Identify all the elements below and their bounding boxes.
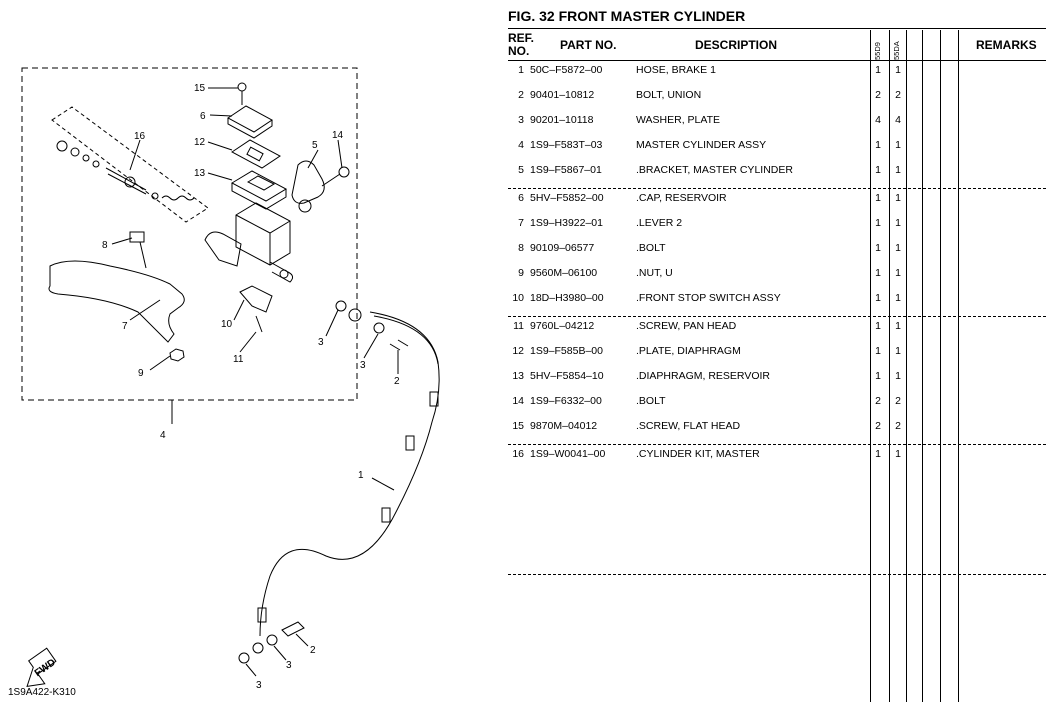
header-remarks: REMARKS [976, 38, 1037, 52]
header-part-no: PART NO. [560, 38, 617, 52]
callout-2b: 2 [310, 645, 316, 656]
header-model-2: 55DA [892, 41, 901, 60]
header-ref: REF. [508, 31, 535, 45]
callout-1: 1 [358, 470, 364, 481]
cylinder-kit-boundary [51, 106, 209, 223]
callout-11: 11 [233, 354, 244, 365]
callout-12: 12 [194, 137, 206, 148]
header-model-1: 55D9 [873, 42, 882, 60]
header-no: NO. [508, 44, 530, 58]
group-rule [508, 316, 1046, 317]
callout-8: 8 [102, 240, 108, 251]
callout-3d: 3 [286, 660, 292, 671]
col-rule [958, 30, 959, 702]
exploded-parts-diagram: 15 6 12 13 5 14 16 8 7 10 11 9 3 3 2 4 1… [21, 67, 440, 691]
callout-9: 9 [138, 368, 144, 379]
figure-title: FIG. 32 FRONT MASTER CYLINDER [508, 8, 746, 24]
callout-16: 16 [134, 131, 146, 142]
callout-14: 14 [332, 130, 344, 141]
callout-4: 4 [160, 430, 166, 441]
table-top-rule [508, 28, 1046, 29]
group-rule [508, 574, 1046, 575]
callout-3b: 3 [360, 360, 366, 371]
group-rule [508, 188, 1046, 189]
illustration-code: 1S9A422-K310 [8, 687, 76, 698]
col-rule [870, 30, 871, 702]
assembly-boundary [21, 67, 358, 401]
callout-10: 10 [221, 319, 233, 330]
header-rule [508, 60, 1046, 61]
group-rule [508, 444, 1046, 445]
callout-5: 5 [312, 140, 318, 151]
callout-3c: 3 [256, 680, 262, 691]
col-rule [922, 30, 923, 702]
col-rule [889, 30, 890, 702]
brake-hose [259, 311, 440, 637]
callout-15: 15 [194, 83, 206, 94]
callout-6: 6 [200, 111, 206, 122]
header-description: DESCRIPTION [695, 38, 778, 52]
callout-7: 7 [122, 321, 128, 332]
callout-13: 13 [194, 168, 206, 179]
col-rule [940, 30, 941, 702]
callout-2a: 2 [394, 376, 400, 387]
callout-3a: 3 [318, 337, 324, 348]
col-rule [906, 30, 907, 702]
